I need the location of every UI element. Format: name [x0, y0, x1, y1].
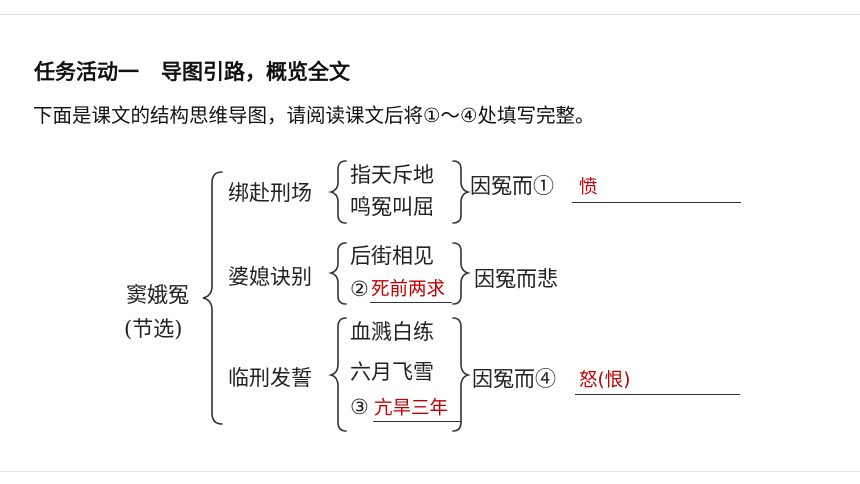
answer-1-underline [572, 202, 741, 203]
branch-item: 鸣冤叫屈 [350, 195, 434, 219]
branch-item: 血溅白练 [350, 320, 434, 344]
branch-item: 六月飞雪 [350, 360, 434, 384]
task-label: 任务活动一 [34, 60, 139, 84]
bottom-divider [0, 471, 860, 472]
branch-name: 临刑发誓 [228, 366, 312, 390]
root-subtitle: (节选) [124, 317, 183, 341]
answer-4: 怒(恨) [579, 370, 631, 391]
root-title: 窦娥冤 [126, 283, 189, 307]
branch1-right-brace [452, 160, 471, 224]
instruction-text: 下面是课文的结构思维导图，请阅读课文后将①～④处填写完整。 [33, 104, 595, 127]
task-name: 导图引路，概览全文 [161, 60, 350, 84]
blank-2-marker: ② [350, 277, 369, 301]
answer-1: 愤 [579, 177, 598, 198]
branch-item: 指天斥地 [350, 163, 434, 187]
top-divider [0, 14, 860, 15]
branch-item: 后街相见 [350, 244, 434, 268]
root-brace [202, 171, 223, 425]
blank-3-marker: ③ [350, 395, 369, 419]
branch2-left-brace [328, 242, 347, 305]
branch3-right-brace [452, 317, 471, 432]
answer-2: 死前两求 [371, 279, 446, 300]
branch3-left-brace [328, 317, 347, 432]
branch-result: 因冤而① [470, 174, 554, 198]
branch-result: 因冤而悲 [474, 267, 558, 291]
answer-4-underline [575, 394, 740, 395]
task-title: 任务活动一导图引路，概览全文 [34, 56, 350, 86]
branch-result: 因冤而④ [472, 367, 556, 391]
branch-name: 婆媳诀别 [228, 265, 312, 289]
answer-2-underline [370, 302, 452, 303]
branch2-right-brace [452, 242, 471, 305]
branch-name: 绑赴刑场 [228, 181, 312, 205]
answer-3-underline [373, 421, 461, 422]
branch1-left-brace [328, 160, 347, 224]
answer-3: 亢旱三年 [374, 398, 449, 419]
